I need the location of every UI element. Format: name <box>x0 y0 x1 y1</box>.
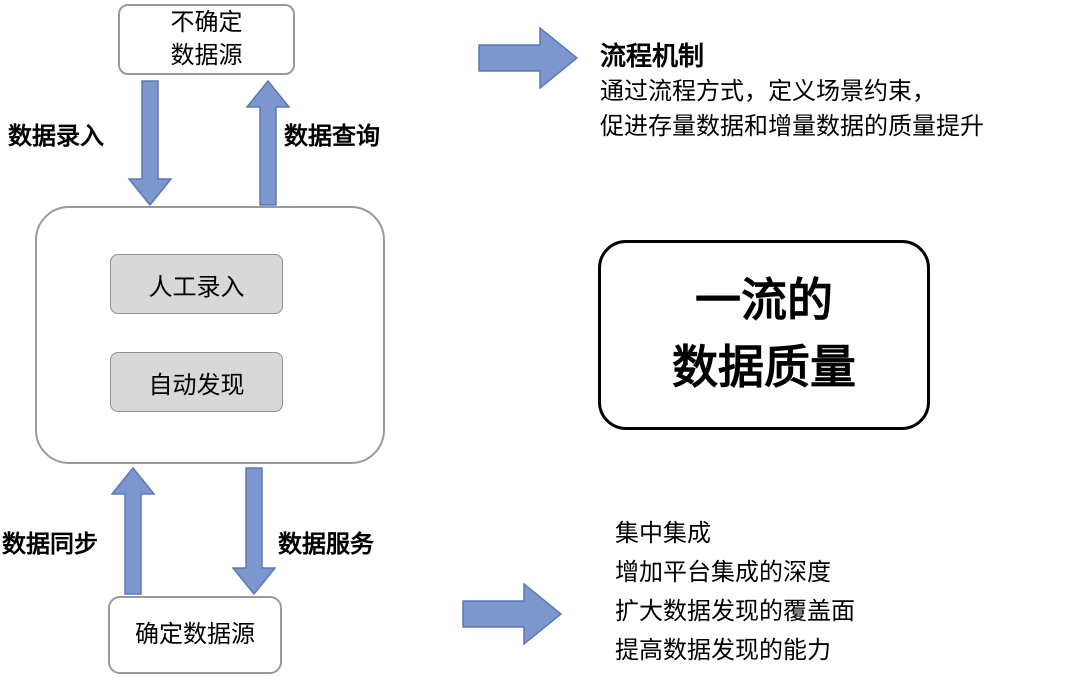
data-query-label: 数据查询 <box>284 123 380 150</box>
process-mechanism-block: 流程机制 通过流程方式，定义场景约束， 促进存量数据和增量数据的质量提升 <box>600 36 1078 145</box>
integration-line1: 集中集成 <box>615 521 711 547</box>
data-entry-label: 数据录入 <box>8 123 104 150</box>
process-mechanism-title: 流程机制 <box>600 41 705 71</box>
auto-discovery-box: 自动发现 <box>110 352 283 412</box>
data-service-down-arrow-icon <box>232 467 276 595</box>
data-service-label: 数据服务 <box>278 531 374 558</box>
manual-entry-box: 人工录入 <box>110 254 283 314</box>
definite-data-source-box: 确定数据源 <box>108 596 282 674</box>
manual-entry-label: 人工录入 <box>148 274 245 301</box>
data-sync-up-arrow-icon <box>111 467 155 595</box>
data-platform-container <box>35 206 385 464</box>
integration-line2: 增加平台集成的深度 <box>615 560 831 586</box>
process-mechanism-line1: 通过流程方式，定义场景约束， <box>600 79 936 105</box>
quality-box-line2: 数据质量 <box>672 342 856 393</box>
integration-line4: 提高数据发现的能力 <box>615 638 831 664</box>
integration-line3: 扩大数据发现的覆盖面 <box>615 599 855 625</box>
data-entry-down-arrow-icon <box>128 80 172 206</box>
process-right-arrow-icon <box>478 27 578 89</box>
integration-right-arrow-icon <box>462 583 562 645</box>
data-query-up-arrow-icon <box>246 80 290 206</box>
uncertain-data-source-line1: 不确定 <box>170 10 243 37</box>
uncertain-data-source-line2: 数据源 <box>170 42 243 69</box>
auto-discovery-label: 自动发现 <box>148 372 245 399</box>
definite-data-source-label: 确定数据源 <box>135 621 255 648</box>
quality-box-line1: 一流的 <box>695 275 833 327</box>
data-sync-label: 数据同步 <box>2 531 98 558</box>
centralized-integration-block: 集中集成 增加平台集成的深度 扩大数据发现的覆盖面 提高数据发现的能力 <box>615 515 1075 671</box>
first-class-data-quality-box: 一流的 数据质量 <box>598 240 930 430</box>
uncertain-data-source-box: 不确定 数据源 <box>118 4 295 75</box>
process-mechanism-line2: 促进存量数据和增量数据的质量提升 <box>600 114 984 140</box>
